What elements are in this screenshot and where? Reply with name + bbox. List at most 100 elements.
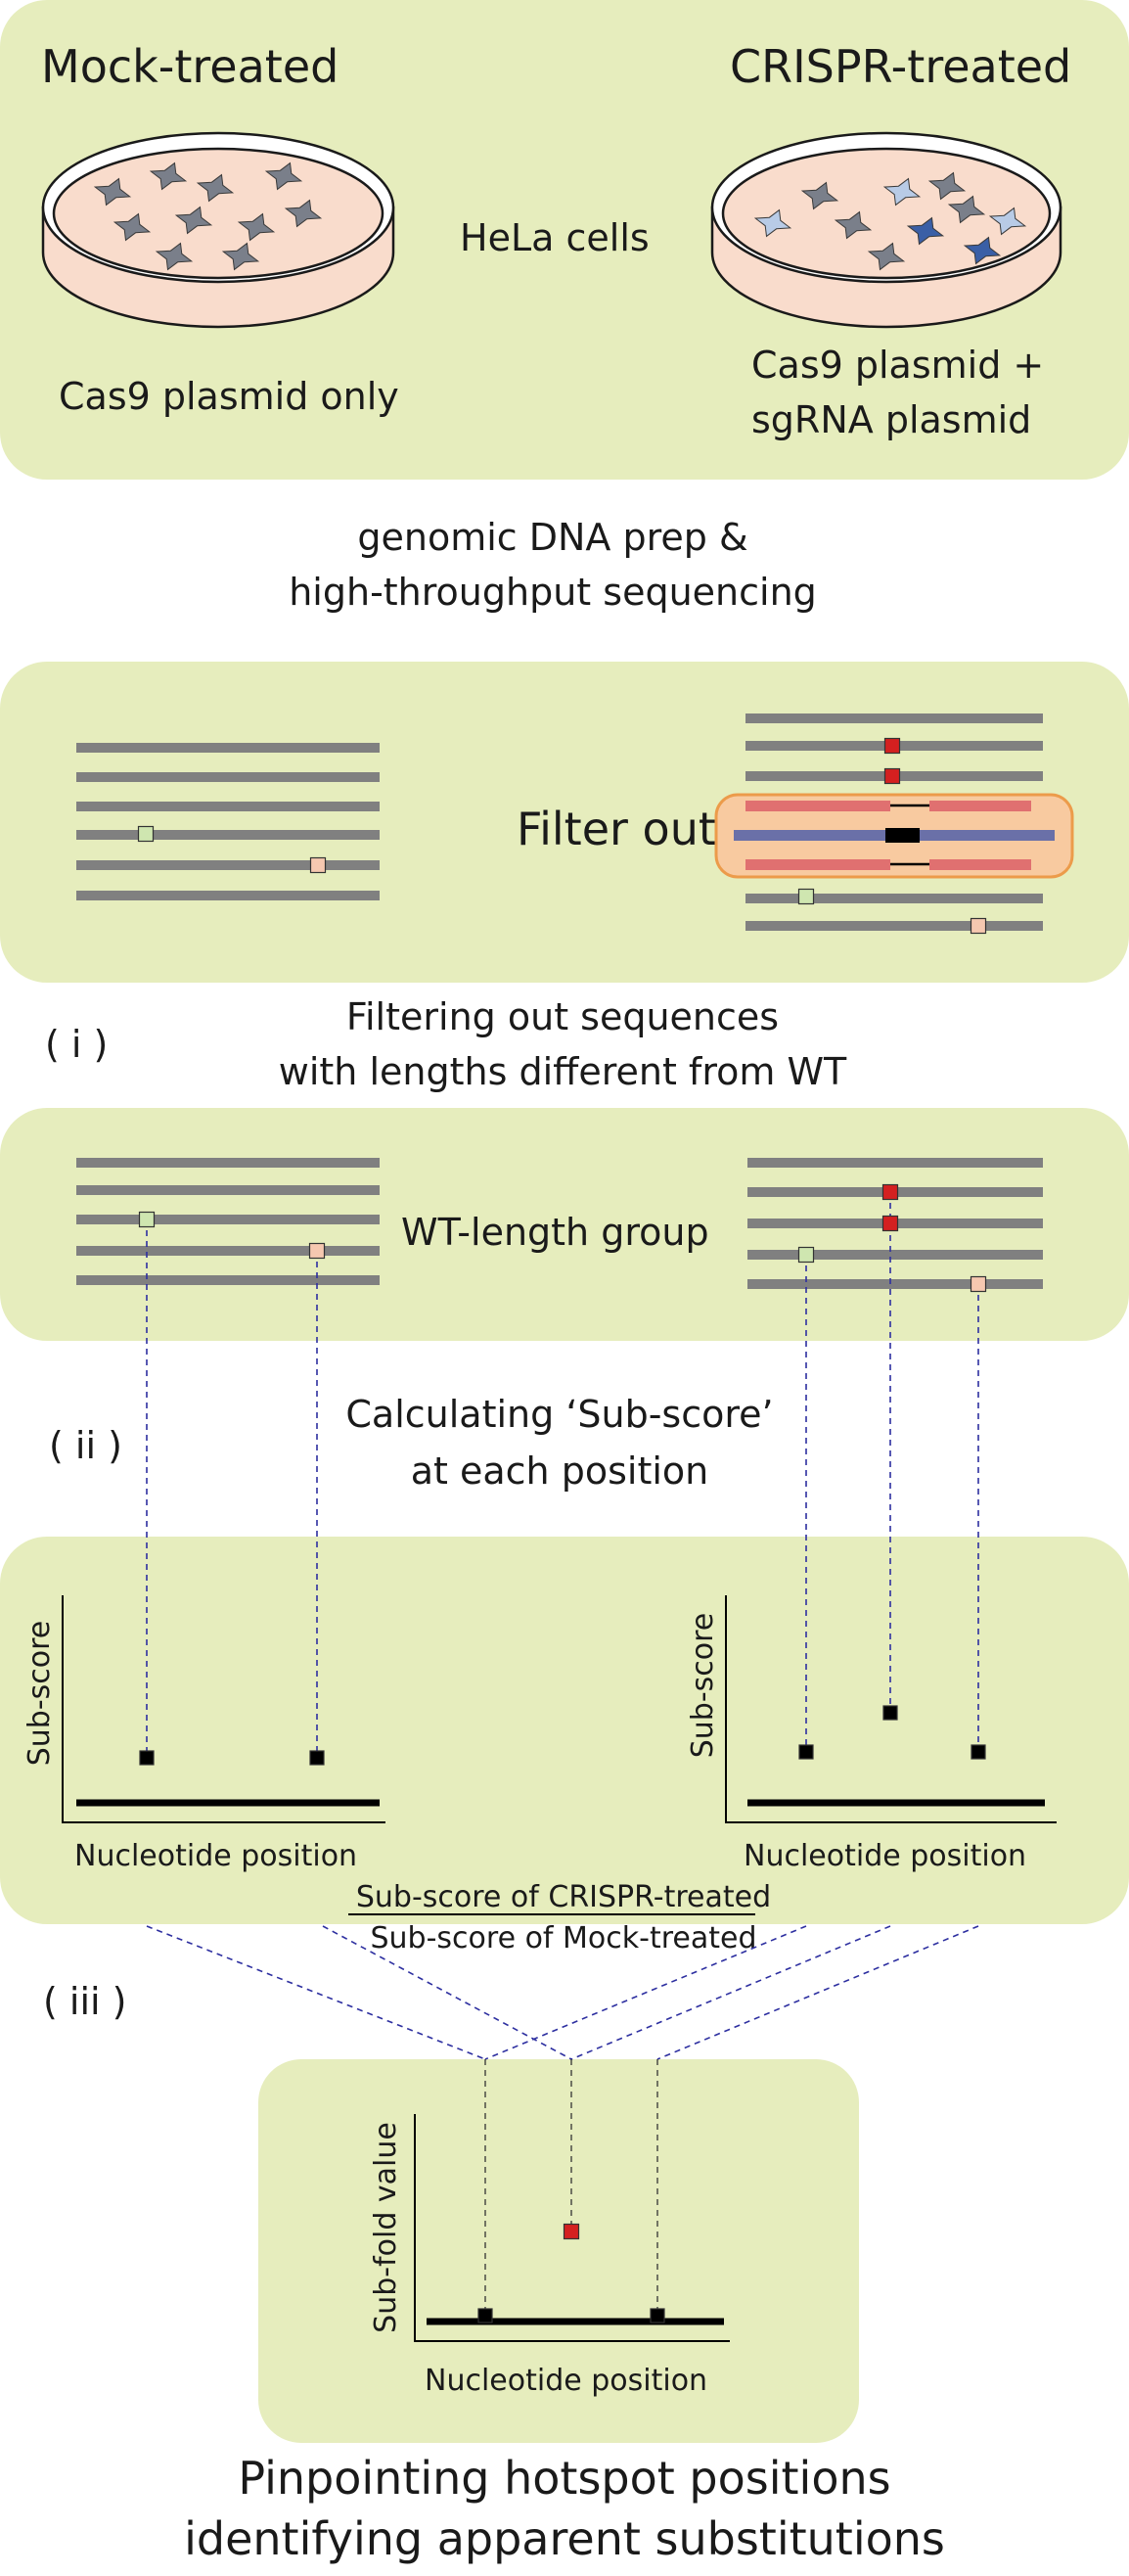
cell-icon	[149, 161, 188, 191]
step-i-line1: Filtering out sequences	[346, 995, 779, 1038]
cell-icon	[237, 212, 276, 242]
step-i-line2: with lengths different from WT	[279, 1050, 847, 1093]
step-iii-marker: ( iii )	[43, 1980, 126, 2023]
crispr-treated-title: CRISPR-treated	[730, 40, 1071, 93]
mock-caption: Cas9 plasmid only	[59, 375, 399, 418]
prep-step-line1: genomic DNA prep &	[357, 516, 747, 559]
cell-icon	[947, 195, 986, 224]
petri-dish-mock-icon	[41, 131, 395, 329]
sequencing-read	[745, 921, 1043, 931]
sequencing-read	[76, 891, 380, 900]
sequencing-read	[747, 1250, 1043, 1260]
step-i-marker: ( i )	[45, 1023, 108, 1066]
mock-treated-title: Mock-treated	[41, 40, 339, 93]
crispr-sub-score-plot: Sub-score Nucleotide position	[686, 1595, 1057, 1873]
step-ii-line2: at each position	[411, 1449, 709, 1493]
ratio-denominator: Sub-score of Mock-treated	[371, 1921, 757, 1955]
sub-fold-plot: Sub-fold value Nucleotide position	[369, 2114, 730, 2398]
cell-icon	[867, 242, 906, 271]
substitution-marker	[138, 1211, 156, 1228]
ratio-fraction: Sub-score of CRISPR-treated Sub-score of…	[348, 1880, 771, 1955]
sequencing-read	[76, 1246, 380, 1256]
petri-dish-crispr-icon	[710, 131, 1062, 329]
sequencing-read	[76, 1158, 380, 1168]
mutation-marker	[881, 1183, 899, 1201]
dashed-connector	[484, 1925, 807, 2060]
substitution-marker	[797, 888, 815, 905]
dashed-connector	[656, 1925, 979, 2060]
step-ii-line1: Calculating ‘Sub-score’	[345, 1393, 773, 1436]
panel-sub-fold-plot	[258, 2059, 859, 2443]
sub-fold-y-axis-label: Sub-fold value	[369, 2122, 403, 2333]
sequencing-read	[76, 830, 380, 840]
crispr-caption-line1: Cas9 plasmid +	[751, 344, 1044, 387]
cell-icon	[927, 171, 967, 201]
substitution-marker	[308, 1242, 326, 1260]
prep-step-line2: high-throughput sequencing	[289, 571, 817, 614]
sub-fold-point	[477, 2308, 493, 2323]
step-ii-marker: ( ii )	[49, 1424, 122, 1467]
substitution-marker	[970, 1275, 987, 1293]
conclusion-line2: identifying apparent substitutions	[184, 2512, 945, 2565]
wt-length-group-label: WT-length group	[401, 1211, 709, 1254]
dashed-connector	[146, 1925, 486, 2060]
sequencing-read	[747, 1158, 1043, 1168]
cell-icon	[753, 208, 792, 238]
dashed-connector	[570, 1925, 891, 2060]
mock-sub-score-plot: Sub-score Nucleotide position	[23, 1595, 385, 1873]
ratio-numerator: Sub-score of CRISPR-treated	[356, 1880, 771, 1914]
substitution-marker	[309, 856, 327, 874]
sequencing-read	[76, 1275, 380, 1285]
sequencing-read	[76, 772, 380, 782]
sequencing-read	[76, 1185, 380, 1195]
cell-icon	[174, 206, 213, 235]
sub-fold-point	[650, 2308, 665, 2323]
sequencing-read	[76, 860, 380, 870]
sequencing-read	[745, 713, 1043, 723]
cell-icon	[988, 207, 1027, 236]
substitution-marker	[970, 917, 987, 935]
sequencing-read	[76, 1215, 380, 1224]
cell-icon	[800, 181, 839, 210]
conclusion-line1: Pinpointing hotspot positions	[238, 2452, 890, 2505]
cell-icon	[196, 173, 235, 203]
cell-icon	[882, 177, 922, 207]
cell-icon	[113, 212, 152, 242]
dashed-connectors	[146, 1192, 979, 2316]
sub-score-point	[309, 1750, 325, 1766]
crispr-x-axis-label: Nucleotide position	[744, 1839, 1026, 1873]
substitution-marker	[137, 825, 155, 843]
mock-x-axis-label: Nucleotide position	[74, 1839, 357, 1873]
indel-filter-box	[714, 793, 1074, 879]
crispr-caption-line2: sgRNA plasmid	[751, 398, 1031, 441]
panel-cell-culture	[0, 0, 1129, 480]
cell-icon	[834, 210, 873, 240]
sequencing-read	[745, 894, 1043, 903]
cell-icon	[264, 161, 303, 191]
cell-icon	[906, 216, 945, 246]
dashed-connector	[322, 1925, 572, 2060]
mock-wt-length-reads	[76, 1158, 380, 1285]
crispr-y-axis-label: Sub-score	[686, 1613, 720, 1759]
mutation-marker	[881, 1215, 899, 1232]
sub-score-point	[139, 1750, 155, 1766]
mutation-marker	[883, 737, 901, 755]
hela-cells-label: HeLa cells	[460, 216, 650, 259]
mock-reads	[76, 743, 380, 900]
mutation-marker	[883, 767, 901, 785]
data-point-markers	[137, 737, 987, 2323]
mock-y-axis-label: Sub-score	[23, 1621, 57, 1767]
cell-icon	[221, 242, 260, 271]
sequencing-read	[76, 802, 380, 811]
cell-icon	[155, 242, 194, 271]
sub-score-point	[798, 1744, 814, 1760]
hotspot-point	[563, 2223, 580, 2240]
substitution-marker	[797, 1246, 815, 1264]
sub-fold-x-axis-label: Nucleotide position	[425, 2364, 707, 2398]
filter-out-label: Filter out	[517, 803, 716, 855]
cell-icon	[284, 199, 323, 228]
panel-sub-score-plots	[0, 1537, 1129, 1924]
sub-score-point	[971, 1744, 986, 1760]
sequencing-read	[76, 743, 380, 753]
